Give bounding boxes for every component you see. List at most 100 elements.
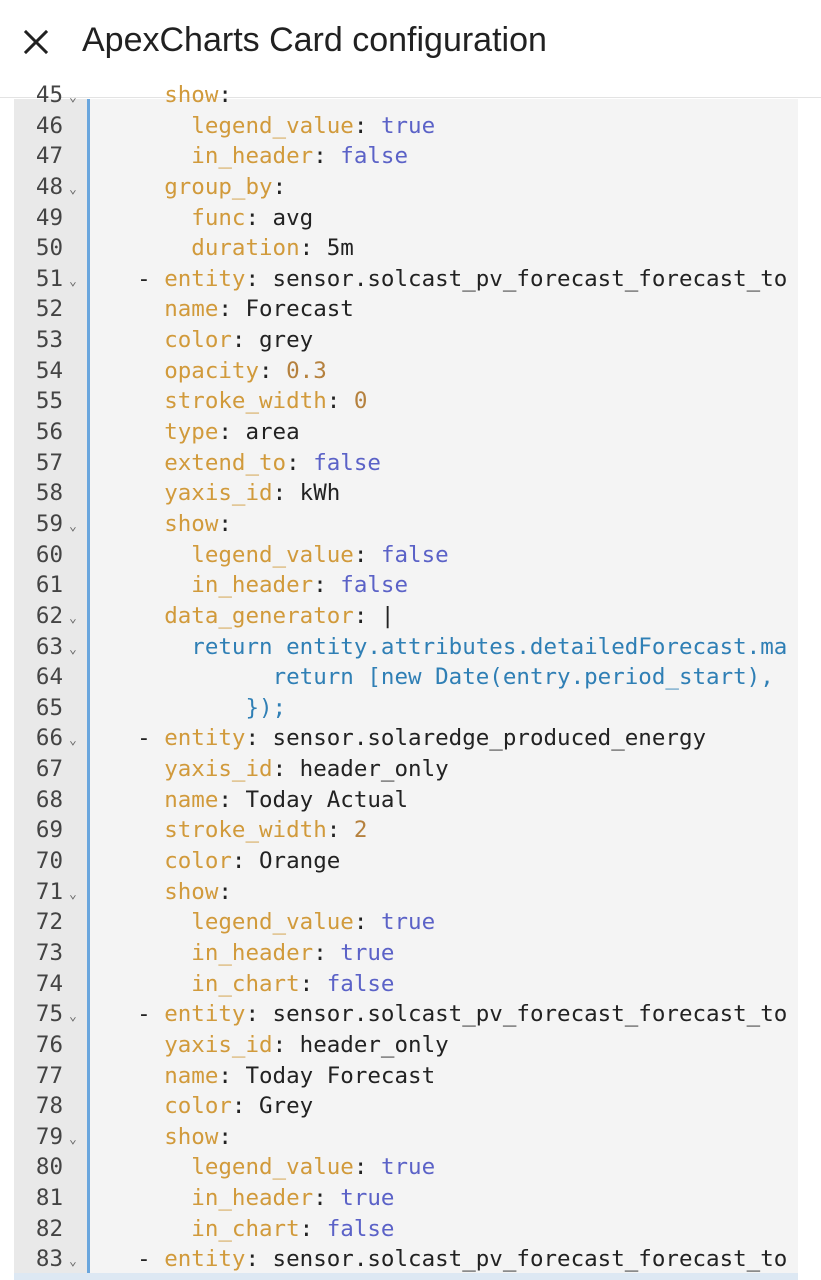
yaml-key: in_header	[191, 1185, 314, 1212]
code-line[interactable]: 56 type: area	[14, 417, 798, 448]
fold-chevron-icon[interactable]: ⌄	[69, 181, 77, 197]
yaml-key: show	[164, 82, 219, 108]
code-line[interactable]: 53 color: grey	[14, 325, 798, 356]
code-line[interactable]: 50 duration: 5m	[14, 233, 798, 264]
code-line[interactable]: 73 in_header: true	[14, 938, 798, 969]
fold-chevron-icon[interactable]: ⌄	[69, 733, 77, 749]
code-line[interactable]: 75⌄ - entity: sensor.solcast_pv_forecast…	[14, 999, 798, 1030]
yaml-key: yaxis_id	[164, 756, 273, 783]
line-text: - entity: sensor.solcast_pv_forecast_for…	[110, 1244, 787, 1275]
line-number: 63	[35, 633, 63, 660]
yaml-value: :	[218, 510, 232, 537]
yaml-value: :	[272, 173, 287, 200]
yaml-key: in_chart	[191, 1215, 300, 1242]
code-line[interactable]: 83 ⌄ - entity: sensor.solcast_pv_forecast…	[14, 1244, 798, 1275]
code-line[interactable]: 82 in_chart: false	[14, 1214, 798, 1245]
code-line[interactable]: 66 ⌄ - entity: sensor.solaredge_produced_…	[14, 723, 798, 754]
yaml-value: return [new Date(entry.period_start),	[272, 664, 774, 691]
code-line[interactable]: 70 color: Orange	[14, 846, 798, 877]
fold-chevron-icon[interactable]: ⌄	[69, 886, 77, 902]
yaml-key: data_generator	[164, 602, 354, 629]
close-button[interactable]	[14, 20, 58, 64]
code-line[interactable]: 72 legend_value: true	[14, 907, 798, 938]
line-number: 76	[35, 1031, 63, 1058]
line-number: 50	[35, 235, 63, 262]
yaml-value: 0.3	[286, 357, 327, 384]
code-line[interactable]: 71⌄ show:	[14, 877, 798, 908]
fold-chevron-icon[interactable]: ⌄	[69, 610, 77, 626]
line-number: 81	[35, 1185, 63, 1212]
yaml-value: :	[218, 82, 232, 108]
line-number: 46	[35, 112, 63, 139]
code-line[interactable]: 59⌄ show:	[14, 509, 798, 540]
code-line[interactable]: 65 });	[14, 693, 798, 724]
fold-chevron-icon[interactable]: ⌄	[69, 90, 77, 105]
fold-chevron-icon[interactable]: ⌄	[69, 273, 77, 289]
line-number: 71	[35, 878, 63, 905]
code-line[interactable]: 69 stroke_width: 2	[14, 815, 798, 846]
line-text: color: grey	[110, 325, 313, 356]
code-line[interactable]: 48⌄ group_by:	[14, 172, 798, 203]
code-line[interactable]: 76 yaxis_id: header_only	[14, 1030, 798, 1061]
yaml-key: color	[164, 1093, 232, 1120]
line-number: 78	[35, 1093, 63, 1120]
line-number: 83	[35, 1246, 63, 1273]
yaml-key: opacity	[164, 357, 260, 384]
code-line[interactable]: 63 ⌄ return entity.attributes.detailedFor…	[14, 632, 798, 663]
line-text: show:	[110, 509, 232, 540]
code-line[interactable]: 64 return [new Date(entry.period_start),	[14, 662, 798, 693]
code-line[interactable]: 61 in_header: false	[14, 570, 798, 601]
close-icon	[23, 29, 49, 55]
code-line[interactable]: 81 in_header: true	[14, 1183, 798, 1214]
yaml-value: : sensor.solaredge_produced_energy	[245, 725, 707, 752]
code-line[interactable]: 79⌄ show:	[14, 1122, 798, 1153]
yaml-value: : sensor.solcast_pv_forecast_forecast_to	[245, 1246, 788, 1273]
code-line[interactable]: 47 in_header: false	[14, 141, 798, 172]
yaml-value: return entity.attributes.detailedForecas…	[191, 633, 788, 660]
yaml-key: in_header	[191, 939, 314, 966]
code-line[interactable]: 54 opacity: 0.3	[14, 356, 798, 387]
line-number: 82	[35, 1215, 63, 1242]
fold-chevron-icon[interactable]: ⌄	[69, 518, 77, 534]
yaml-key: name	[164, 786, 219, 813]
code-line[interactable]: 74 in_chart: false	[14, 969, 798, 1000]
code-line[interactable]: 68 name: Today Actual	[14, 785, 798, 816]
code-line[interactable]: 57 extend_to: false	[14, 448, 798, 479]
code-line[interactable]: 46 legend_value: true	[14, 111, 798, 142]
code-line[interactable]: 77 name: Today Forecast	[14, 1061, 798, 1092]
code-line[interactable]: 45⌄ show:	[14, 80, 798, 111]
code-line[interactable]: 67 yaxis_id: header_only	[14, 754, 798, 785]
line-text: stroke_width: 2	[110, 815, 367, 846]
code-line[interactable]: 62⌄ data_generator: |	[14, 601, 798, 632]
code-line[interactable]: 78 color: Grey	[14, 1091, 798, 1122]
code-line[interactable]: 58 yaxis_id: kWh	[14, 478, 798, 509]
code-line[interactable]: 55 stroke_width: 0	[14, 386, 798, 417]
yaml-value: : grey	[231, 327, 314, 354]
code-line[interactable]: 49 func: avg	[14, 203, 798, 234]
fold-chevron-icon[interactable]: ⌄	[69, 641, 77, 657]
line-number: 66	[35, 725, 63, 752]
yaml-key: legend_value	[191, 1154, 354, 1181]
fold-chevron-icon[interactable]: ⌄	[69, 1009, 77, 1025]
yaml-value: :	[353, 1154, 381, 1181]
yaml-value: true	[380, 1154, 436, 1181]
yaml-value: :	[353, 909, 381, 936]
code-line[interactable]: 52 name: Forecast	[14, 294, 798, 325]
code-line[interactable]: 80 legend_value: true	[14, 1152, 798, 1183]
line-text: - entity: sensor.solaredge_produced_ener…	[110, 723, 706, 754]
yaml-value: : header_only	[272, 756, 449, 783]
code-line[interactable]: 60 legend_value: false	[14, 540, 798, 571]
yaml-value: : Forecast	[218, 296, 354, 323]
line-number: 57	[35, 449, 63, 476]
line-number: 62	[35, 602, 63, 629]
line-text: name: Forecast	[110, 294, 354, 325]
line-text: in_chart: false	[110, 969, 394, 1000]
code-line[interactable]: 51⌄ - entity: sensor.solcast_pv_forecast…	[14, 264, 798, 295]
yaml-value: false	[326, 1215, 395, 1242]
fold-chevron-icon[interactable]: ⌄	[69, 1254, 77, 1270]
line-number: 68	[35, 786, 63, 813]
fold-chevron-icon[interactable]: ⌄	[69, 1131, 77, 1147]
yaml-key: in_header	[191, 143, 314, 170]
